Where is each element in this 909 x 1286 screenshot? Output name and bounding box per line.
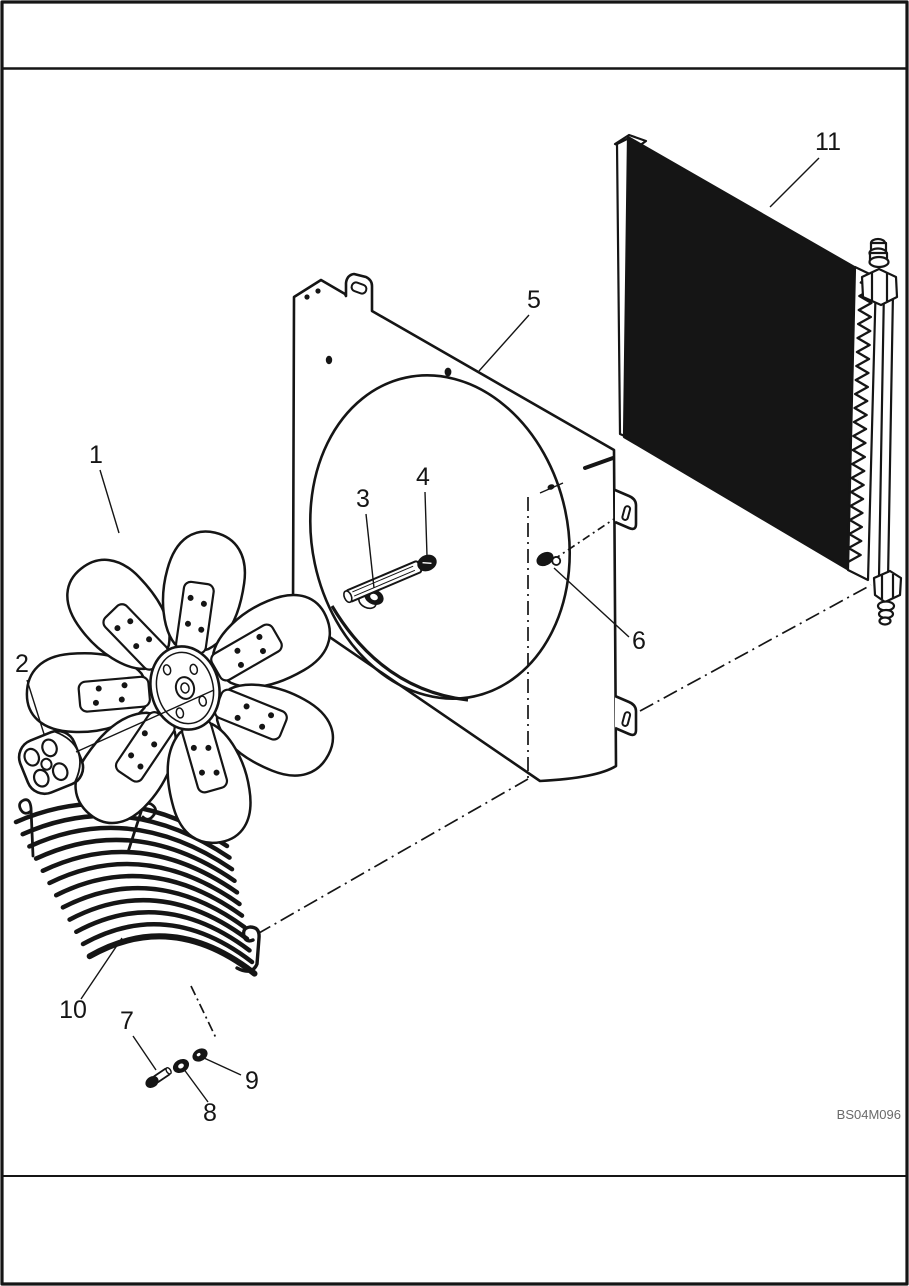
cooler-fin-zigzag xyxy=(847,280,874,564)
callout-8: 8 xyxy=(203,1099,217,1127)
callout-7: 7 xyxy=(120,1007,134,1035)
guard-hook-left xyxy=(18,798,35,858)
push-pin xyxy=(536,551,562,567)
nut xyxy=(192,1048,208,1062)
spacer-axis-line xyxy=(75,689,215,753)
callout-10: 10 xyxy=(59,996,87,1024)
fan-shroud xyxy=(291,272,638,783)
callout-5: 5 xyxy=(527,286,541,314)
callout-1: 1 xyxy=(89,441,103,469)
fan-spacer xyxy=(17,729,85,796)
callout-2: 2 xyxy=(15,650,29,678)
callout-4: 4 xyxy=(416,463,430,491)
callout-3: 3 xyxy=(356,485,370,513)
centerlines xyxy=(190,497,872,1039)
centerline-to-guard xyxy=(258,778,529,934)
centerline-to-hardware xyxy=(190,985,217,1039)
callout-9: 9 xyxy=(245,1067,259,1095)
oil-cooler xyxy=(613,133,903,626)
washer xyxy=(172,1058,190,1074)
centerline-to-cooler xyxy=(639,584,872,712)
mounting-bolt xyxy=(343,554,437,604)
opening-flange xyxy=(330,605,469,702)
callout-leaders xyxy=(26,157,820,1103)
shroud-opening xyxy=(308,374,572,700)
figure-code: BS04M096 xyxy=(837,1107,901,1122)
guard-end-curl xyxy=(235,925,261,973)
cooler-core xyxy=(622,135,858,572)
fan-hub xyxy=(149,645,221,731)
callout-labels: 1 2 3 4 5 6 7 8 9 10 11 xyxy=(15,128,841,1127)
shroud-tab-lower xyxy=(614,694,638,737)
cooler-bottom-fitting xyxy=(872,569,903,626)
guard-bolt xyxy=(145,1067,172,1089)
centerline-pin-to-tab xyxy=(552,518,615,561)
bracket-slot xyxy=(350,281,368,295)
callout-6: 6 xyxy=(632,627,646,655)
cooler-tube xyxy=(877,286,895,582)
shroud-plate xyxy=(291,272,618,783)
fan-arms xyxy=(77,580,288,794)
cooler-top-fitting xyxy=(860,237,899,307)
callout-11: 11 xyxy=(815,128,841,156)
shroud-tab-upper xyxy=(614,488,638,531)
